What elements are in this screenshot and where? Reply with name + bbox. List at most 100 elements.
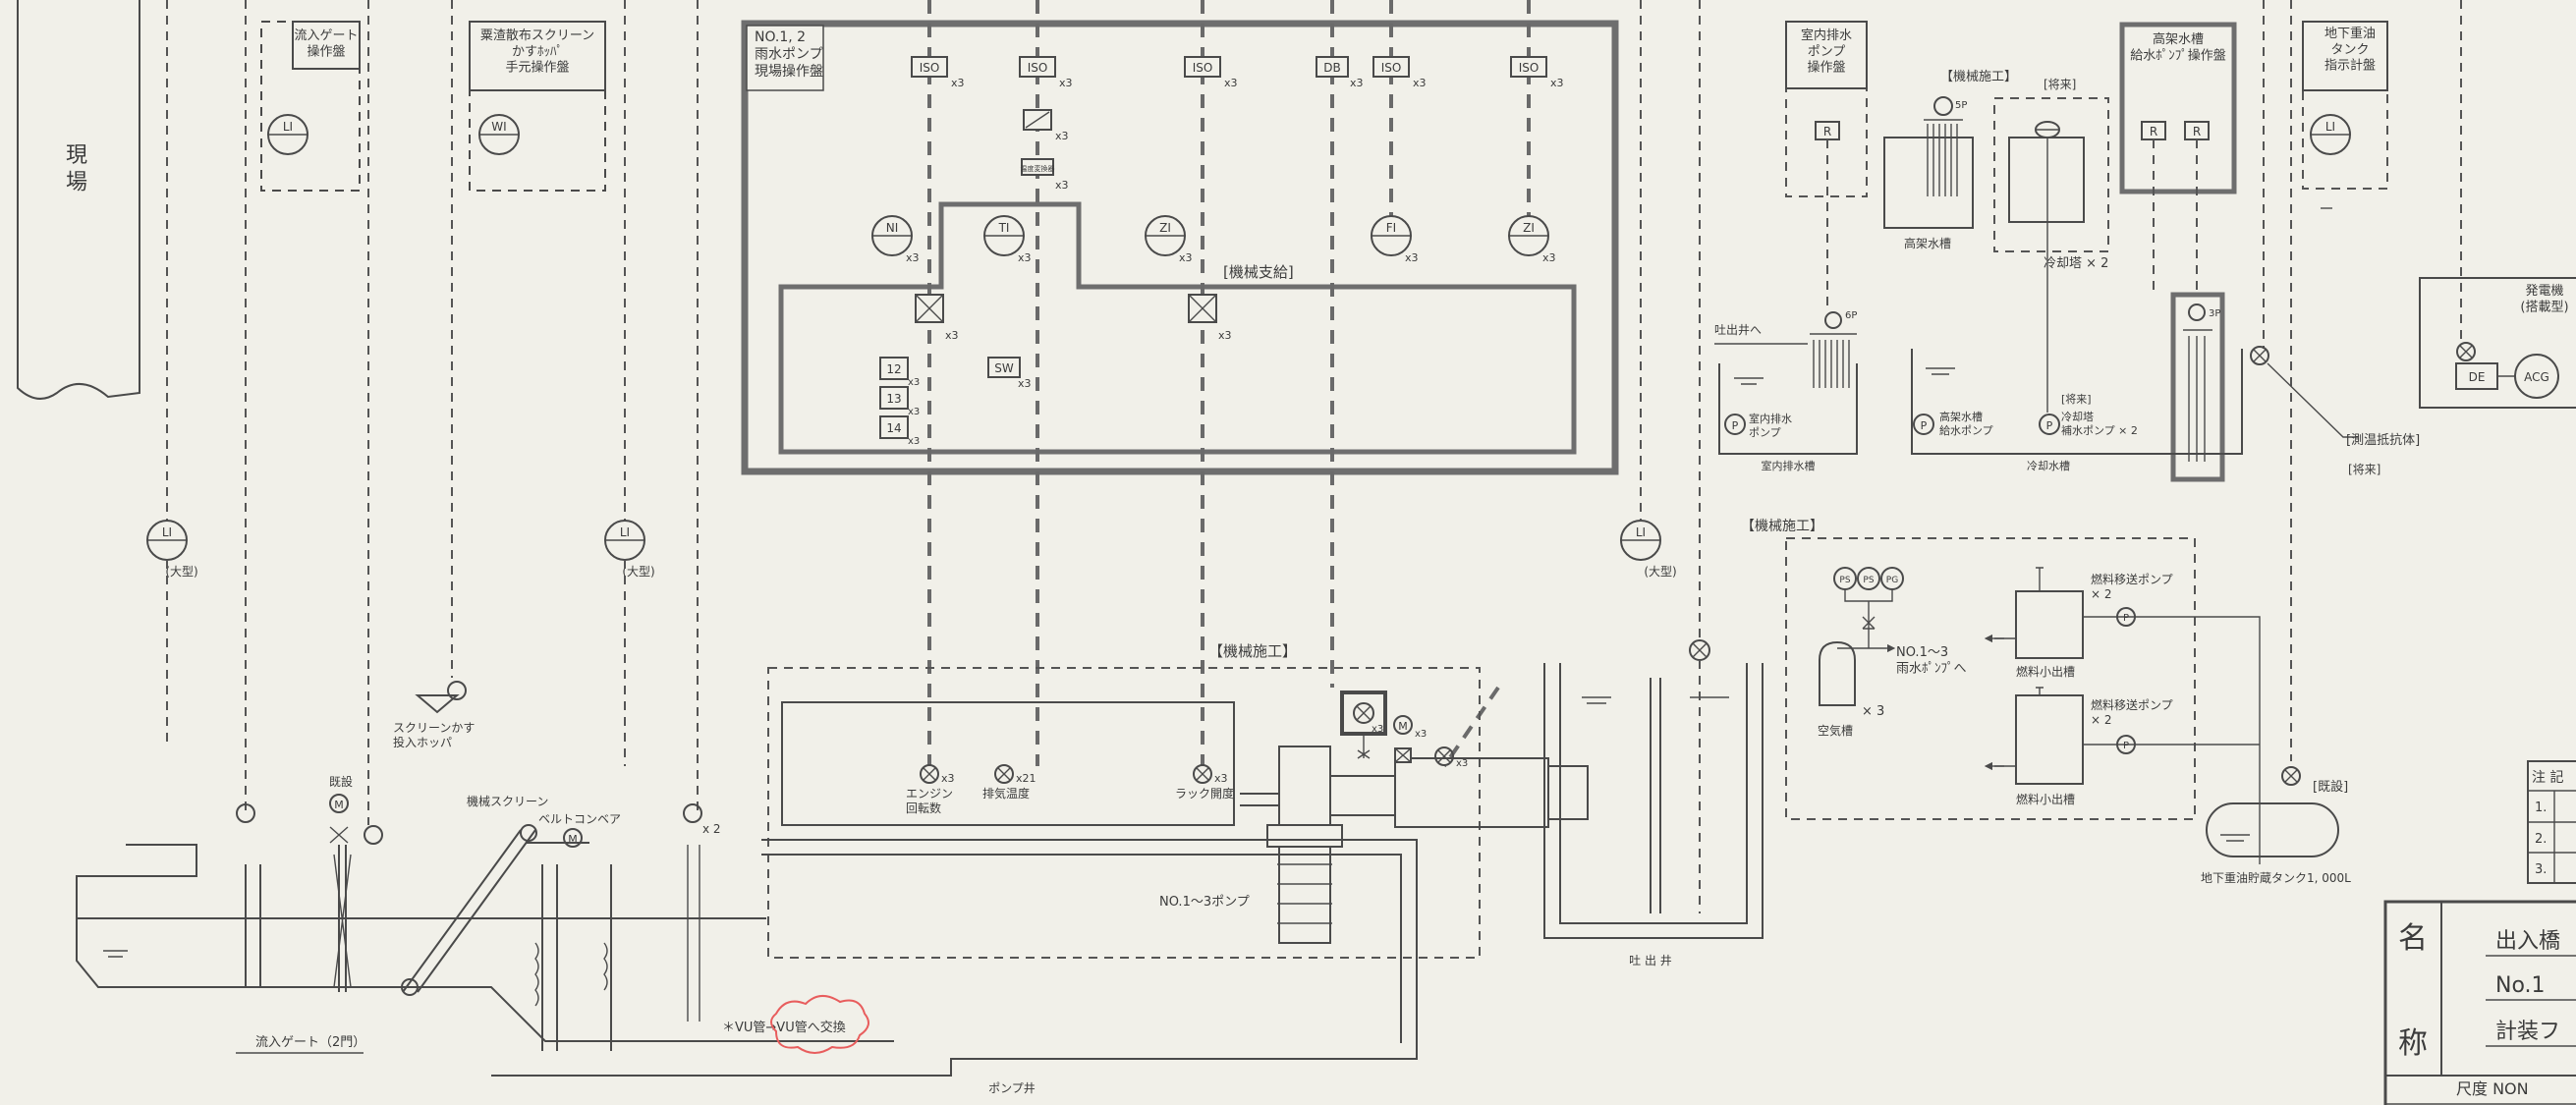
svg-text:P: P: [2123, 613, 2129, 624]
inflow-gate-panel: 流入ゲート操作盤 LI: [260, 21, 361, 192]
svg-text:x3: x3: [1224, 77, 1238, 89]
svg-text:[将来]: [将来]: [2348, 463, 2380, 476]
intake-valves: M 既設 x 2: [236, 774, 721, 845]
svg-text:x3: x3: [945, 329, 959, 342]
svg-text:13: 13: [886, 392, 901, 406]
svg-text:R: R: [2150, 125, 2157, 138]
svg-text:地下重油貯蔵タンク1, 000L: 地下重油貯蔵タンク1, 000L: [2201, 871, 2351, 885]
svg-text:ISO: ISO: [1028, 61, 1048, 75]
svg-text:M: M: [568, 833, 578, 846]
underground-oil-panel: 地下重油タンク指示計盤 LI [測温抵抗体] [将来]: [2250, 0, 2462, 761]
svg-text:吐 出 井: 吐 出 井: [1629, 954, 1672, 967]
svg-text:x3: x3: [951, 77, 965, 89]
li-large-1: LI (大型): [146, 520, 198, 746]
discharge-well: 吐 出 井 LI (大型): [1543, 0, 1764, 967]
svg-text:M: M: [1398, 720, 1408, 733]
svg-text:x3: x3: [1350, 77, 1364, 89]
indoor-drain-panel: 室内排水ポンプ操作盤 R 6P 吐出井へ P 室内排水ポンプ 室内排水槽: [1714, 21, 1868, 472]
svg-text:x3: x3: [1179, 251, 1193, 264]
screen-hopper: スクリーンかす投入ホッパ: [393, 681, 475, 749]
svg-text:FI: FI: [1386, 221, 1396, 235]
svg-text:x3: x3: [1542, 251, 1556, 264]
svg-text:注 記: 注 記: [2532, 769, 2563, 786]
svg-text:ZI: ZI: [1159, 221, 1171, 235]
svg-text:DE: DE: [2469, 370, 2486, 384]
svg-text:ベルトコンベア: ベルトコンベア: [538, 812, 621, 826]
svg-text:LI: LI: [2325, 120, 2335, 134]
svg-text:x3: x3: [1550, 77, 1564, 89]
svg-text:PS: PS: [1839, 576, 1850, 585]
svg-text:NI: NI: [886, 221, 899, 235]
svg-text:室内排水槽: 室内排水槽: [1762, 459, 1816, 472]
svg-text:名: 名: [2398, 921, 2428, 956]
svg-text:冷却塔補水ポンプ × 2: 冷却塔補水ポンプ × 2: [2061, 411, 2138, 437]
svg-text:LI: LI: [1636, 525, 1646, 539]
svg-text:x3: x3: [1405, 251, 1419, 264]
svg-text:x3: x3: [1055, 130, 1069, 142]
svg-text:2.: 2.: [2535, 832, 2547, 847]
svg-text:ISO: ISO: [1381, 61, 1402, 75]
svg-text:6P: 6P: [1845, 310, 1857, 321]
svg-text:ACG: ACG: [2524, 370, 2549, 384]
svg-text:(大型): (大型): [165, 565, 197, 579]
svg-text:吐出井へ: 吐出井へ: [1714, 323, 1762, 337]
svg-text:ISO: ISO: [1193, 61, 1213, 75]
svg-text:【機械施工】: 【機械施工】: [1208, 642, 1297, 660]
svg-text:DB: DB: [1323, 61, 1340, 75]
svg-text:地下重油タンク指示計盤: 地下重油タンク指示計盤: [2324, 26, 2376, 74]
notes-table: 注 記 1. 2. 3.: [2527, 760, 2576, 884]
svg-text:x 2: x 2: [702, 822, 721, 836]
svg-text:5P: 5P: [1955, 100, 1967, 111]
svg-text:流入ゲート（2門）: 流入ゲート（2門）: [255, 1035, 365, 1050]
svg-text:x3: x3: [908, 436, 920, 447]
svg-text:LI: LI: [620, 525, 630, 539]
svg-text:排気温度: 排気温度: [982, 786, 1030, 801]
svg-text:M: M: [334, 799, 344, 811]
svg-text:ラック開度: ラック開度: [1175, 786, 1234, 801]
svg-text:高架水槽給水ポンプ: 高架水槽給水ポンプ: [1939, 410, 1993, 437]
svg-text:1.: 1.: [2535, 801, 2547, 815]
svg-text:[将来]: [将来]: [2044, 78, 2076, 91]
screenings-panel-label: 粟渣散布スクリーンかすﾎｯﾊﾟ手元操作盤: [480, 28, 594, 76]
site-label: 現場: [66, 143, 87, 195]
svg-text:PG: PG: [1886, 576, 1898, 585]
svg-text:ISO: ISO: [1519, 61, 1540, 75]
svg-text:尺度 NON: 尺度 NON: [2456, 1079, 2529, 1098]
svg-text:計装フ: 計装フ: [2495, 1020, 2560, 1044]
svg-text:(大型): (大型): [622, 565, 654, 579]
pump-well: ポンプ井: [491, 839, 1418, 1095]
svg-text:【機械施工】: 【機械施工】: [1940, 70, 2017, 84]
svg-text:ZI: ZI: [1523, 221, 1535, 235]
intake-channel: M 機械スクリーン ベルトコンベア 流入ゲート（2門） ＊VU管→VU管へ交換: [76, 794, 894, 1054]
svg-text:燃料移送ポンプ× 2: 燃料移送ポンプ× 2: [2091, 697, 2173, 727]
svg-text:高架水槽: 高架水槽: [1904, 236, 1951, 250]
svg-text:x3: x3: [1413, 77, 1427, 89]
title-block: 名 称 出入橋 No.1 計装フ 尺度 NON: [2383, 900, 2576, 1105]
svg-text:R: R: [1823, 125, 1831, 138]
svg-text:x3: x3: [1372, 724, 1383, 735]
svg-text:PS: PS: [1863, 576, 1874, 585]
svg-text:NO.1～3ポンプ: NO.1～3ポンプ: [1159, 895, 1250, 910]
svg-text:x3: x3: [906, 251, 920, 264]
svg-text:P: P: [2046, 419, 2053, 432]
svg-text:燃料移送ポンプ× 2: 燃料移送ポンプ× 2: [2091, 572, 2173, 601]
svg-text:x3: x3: [1059, 77, 1073, 89]
svg-text:No.1: No.1: [2495, 973, 2546, 998]
svg-text:燃料小出槽: 燃料小出槽: [2016, 664, 2075, 679]
svg-text:[測温抵抗体]: [測温抵抗体]: [2346, 433, 2420, 448]
svg-text:機械スクリーン: 機械スクリーン: [467, 794, 548, 808]
svg-text:x3: x3: [1415, 729, 1427, 740]
svg-text:P: P: [1732, 419, 1739, 432]
left-signal-lines: [166, 0, 699, 825]
site-column: 現場: [17, 0, 140, 400]
svg-text:【機械施工】: 【機械施工】: [1741, 519, 1823, 534]
oil-storage-tank: [既設] 地下重油貯蔵タンク1, 000L: [2201, 766, 2351, 885]
svg-text:3.: 3.: [2535, 862, 2547, 877]
svg-text:x3: x3: [1218, 329, 1232, 342]
